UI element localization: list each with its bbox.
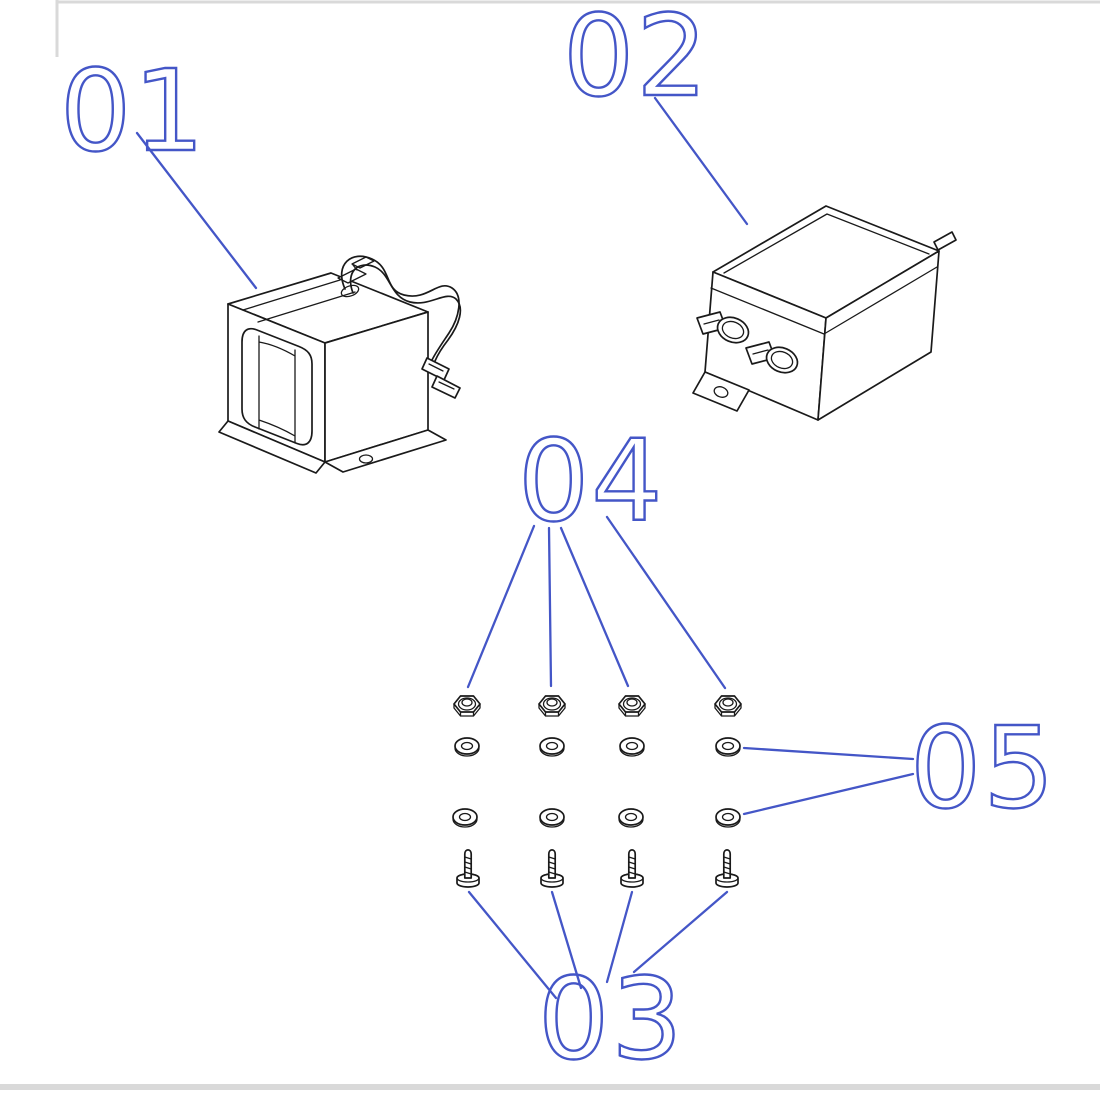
callout-04-leader-line-1 bbox=[466, 524, 536, 689]
hardware-locknuts bbox=[453, 695, 742, 717]
washer-2 bbox=[539, 737, 565, 757]
locknut-1 bbox=[453, 695, 481, 717]
filter-terminal-inner-2 bbox=[770, 350, 794, 370]
transformer-wire-1 bbox=[340, 255, 460, 361]
transformer-right-flange bbox=[324, 429, 447, 473]
locknut-4 bbox=[714, 695, 742, 717]
callout-02: 02 bbox=[562, 0, 749, 226]
callout-03-leader-line-2 bbox=[550, 890, 583, 990]
part-02-line-filter bbox=[692, 205, 957, 421]
page-border-bottom bbox=[0, 1084, 1100, 1090]
callout-01: 01 bbox=[59, 46, 258, 290]
locknut-3 bbox=[618, 695, 646, 717]
transformer-spade-slot-1 bbox=[428, 363, 444, 372]
washer-6 bbox=[539, 808, 565, 828]
hardware-screws bbox=[456, 849, 739, 888]
locknut-2 bbox=[538, 695, 566, 717]
transformer-terminal-bracket bbox=[337, 268, 367, 284]
hardware-washers-row-2 bbox=[452, 808, 741, 828]
part-01-transformer bbox=[218, 255, 462, 474]
filter-terminal-inner-1 bbox=[721, 320, 745, 340]
callout-02-leader-line bbox=[653, 96, 749, 226]
callout-05-label: 05 bbox=[910, 704, 1057, 834]
callout-03-leader-line-1 bbox=[467, 890, 558, 1000]
washer-5 bbox=[452, 808, 478, 828]
transformer-coil bbox=[258, 335, 296, 444]
callout-03-leader-line-3 bbox=[605, 890, 634, 984]
washer-7 bbox=[618, 808, 644, 828]
transformer-coil-window bbox=[241, 327, 313, 446]
transformer-front-flange bbox=[218, 420, 326, 474]
filter-top-tab bbox=[933, 231, 957, 251]
transformer-bracket-edge bbox=[242, 279, 356, 323]
transformer-spade-terminal-2 bbox=[431, 375, 461, 399]
filter-spade-slot-2 bbox=[752, 349, 769, 355]
callout-05: 05 bbox=[742, 703, 1057, 835]
callout-04-leader-line-3 bbox=[559, 526, 630, 688]
callout-03: 03 bbox=[467, 890, 729, 1086]
filter-flange-hole bbox=[713, 386, 729, 398]
callout-03-leader-line-4 bbox=[632, 890, 729, 974]
washer-1 bbox=[454, 737, 480, 757]
callout-05-leader-line-2 bbox=[742, 772, 915, 816]
callout-04-label: 04 bbox=[518, 417, 665, 547]
callout-04: 04 bbox=[466, 416, 727, 690]
washer-3 bbox=[619, 737, 645, 757]
washer-8 bbox=[715, 808, 741, 828]
callout-05-leader-line-1 bbox=[742, 746, 915, 761]
callout-03-label: 03 bbox=[538, 955, 685, 1085]
transformer-wire-grommet bbox=[340, 284, 360, 298]
filter-lid-seam bbox=[710, 266, 938, 335]
callout-02-label: 02 bbox=[563, 0, 710, 122]
transformer-wire-2 bbox=[349, 264, 462, 362]
transformer-spade-slot-2 bbox=[438, 381, 455, 390]
filter-spade-slot-1 bbox=[703, 319, 720, 325]
transformer-flange-hole bbox=[358, 454, 374, 464]
screw-2 bbox=[540, 849, 564, 888]
callout-04-leader-line-4 bbox=[605, 515, 727, 690]
screw-3 bbox=[620, 849, 644, 888]
filter-lid-edge bbox=[723, 213, 930, 274]
washer-4 bbox=[715, 737, 741, 757]
callout-04-leader-line-2 bbox=[547, 526, 553, 688]
filter-mount-flange bbox=[692, 371, 750, 412]
callout-01-label: 01 bbox=[60, 47, 207, 177]
transformer-terminal-link bbox=[352, 264, 358, 271]
callout-01-leader-line bbox=[135, 131, 258, 290]
hardware-washers-row-1 bbox=[454, 737, 741, 757]
screw-1 bbox=[456, 849, 480, 888]
filter-right-face bbox=[817, 250, 940, 421]
screw-4 bbox=[715, 849, 739, 888]
